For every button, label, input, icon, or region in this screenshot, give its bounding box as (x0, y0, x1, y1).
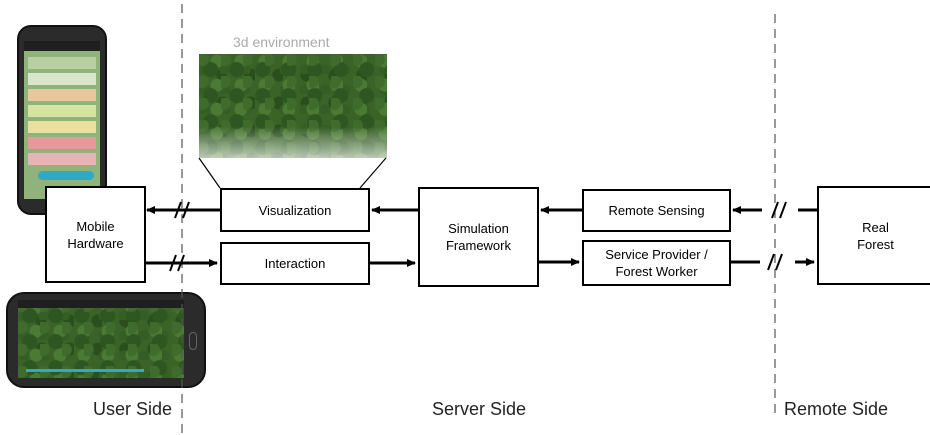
service-provider-label: Service Provider / Forest Worker (605, 247, 708, 279)
zoom-line-left (198, 157, 221, 189)
phone-portrait-screen (24, 41, 100, 199)
service-provider-node: Service Provider / Forest Worker (582, 240, 731, 286)
phone-portrait-mockup (17, 25, 107, 215)
form-row (28, 89, 96, 101)
visualization-label: Visualization (258, 202, 332, 218)
real-forest-label: Real Forest (857, 219, 894, 252)
simulation-framework-label: Simulation Framework (445, 221, 511, 253)
3d-environment-view (199, 54, 387, 158)
progress-bar (26, 369, 144, 372)
phone-landscape-screen (18, 300, 184, 378)
app-bar (24, 41, 100, 51)
home-button-icon (189, 332, 197, 350)
interaction-label: Interaction (264, 256, 326, 271)
form-row (28, 137, 96, 149)
phone-landscape-mockup (6, 292, 206, 388)
app-bar (18, 300, 184, 308)
form-row (28, 153, 96, 165)
form-row (28, 105, 96, 117)
mobile-hardware-node: Mobile Hardware (45, 186, 146, 283)
app-button (38, 171, 94, 180)
real-forest-node: Real Forest (817, 186, 930, 285)
form-row (28, 73, 96, 85)
break-mark-icon (767, 253, 783, 271)
break-mark-icon (174, 201, 190, 219)
remote-sensing-label: Remote Sensing (608, 203, 705, 218)
simulation-framework-node: Simulation Framework (418, 187, 539, 287)
zoom-line-right (359, 157, 387, 189)
remote-sensing-node: Remote Sensing (582, 189, 731, 232)
mobile-hardware-label: Mobile Hardware (67, 218, 124, 251)
form-row (28, 121, 96, 133)
break-mark-icon (771, 201, 787, 219)
user-side-label: User Side (93, 399, 173, 419)
remote-side-label: Remote Side (784, 399, 889, 419)
form-row (28, 57, 96, 69)
interaction-node: Interaction (220, 242, 370, 285)
env-caption: 3d environment (233, 34, 330, 50)
server-side-label: Server Side (432, 399, 527, 419)
break-mark-icon (169, 254, 185, 272)
visualization-node: Visualization (220, 188, 370, 232)
